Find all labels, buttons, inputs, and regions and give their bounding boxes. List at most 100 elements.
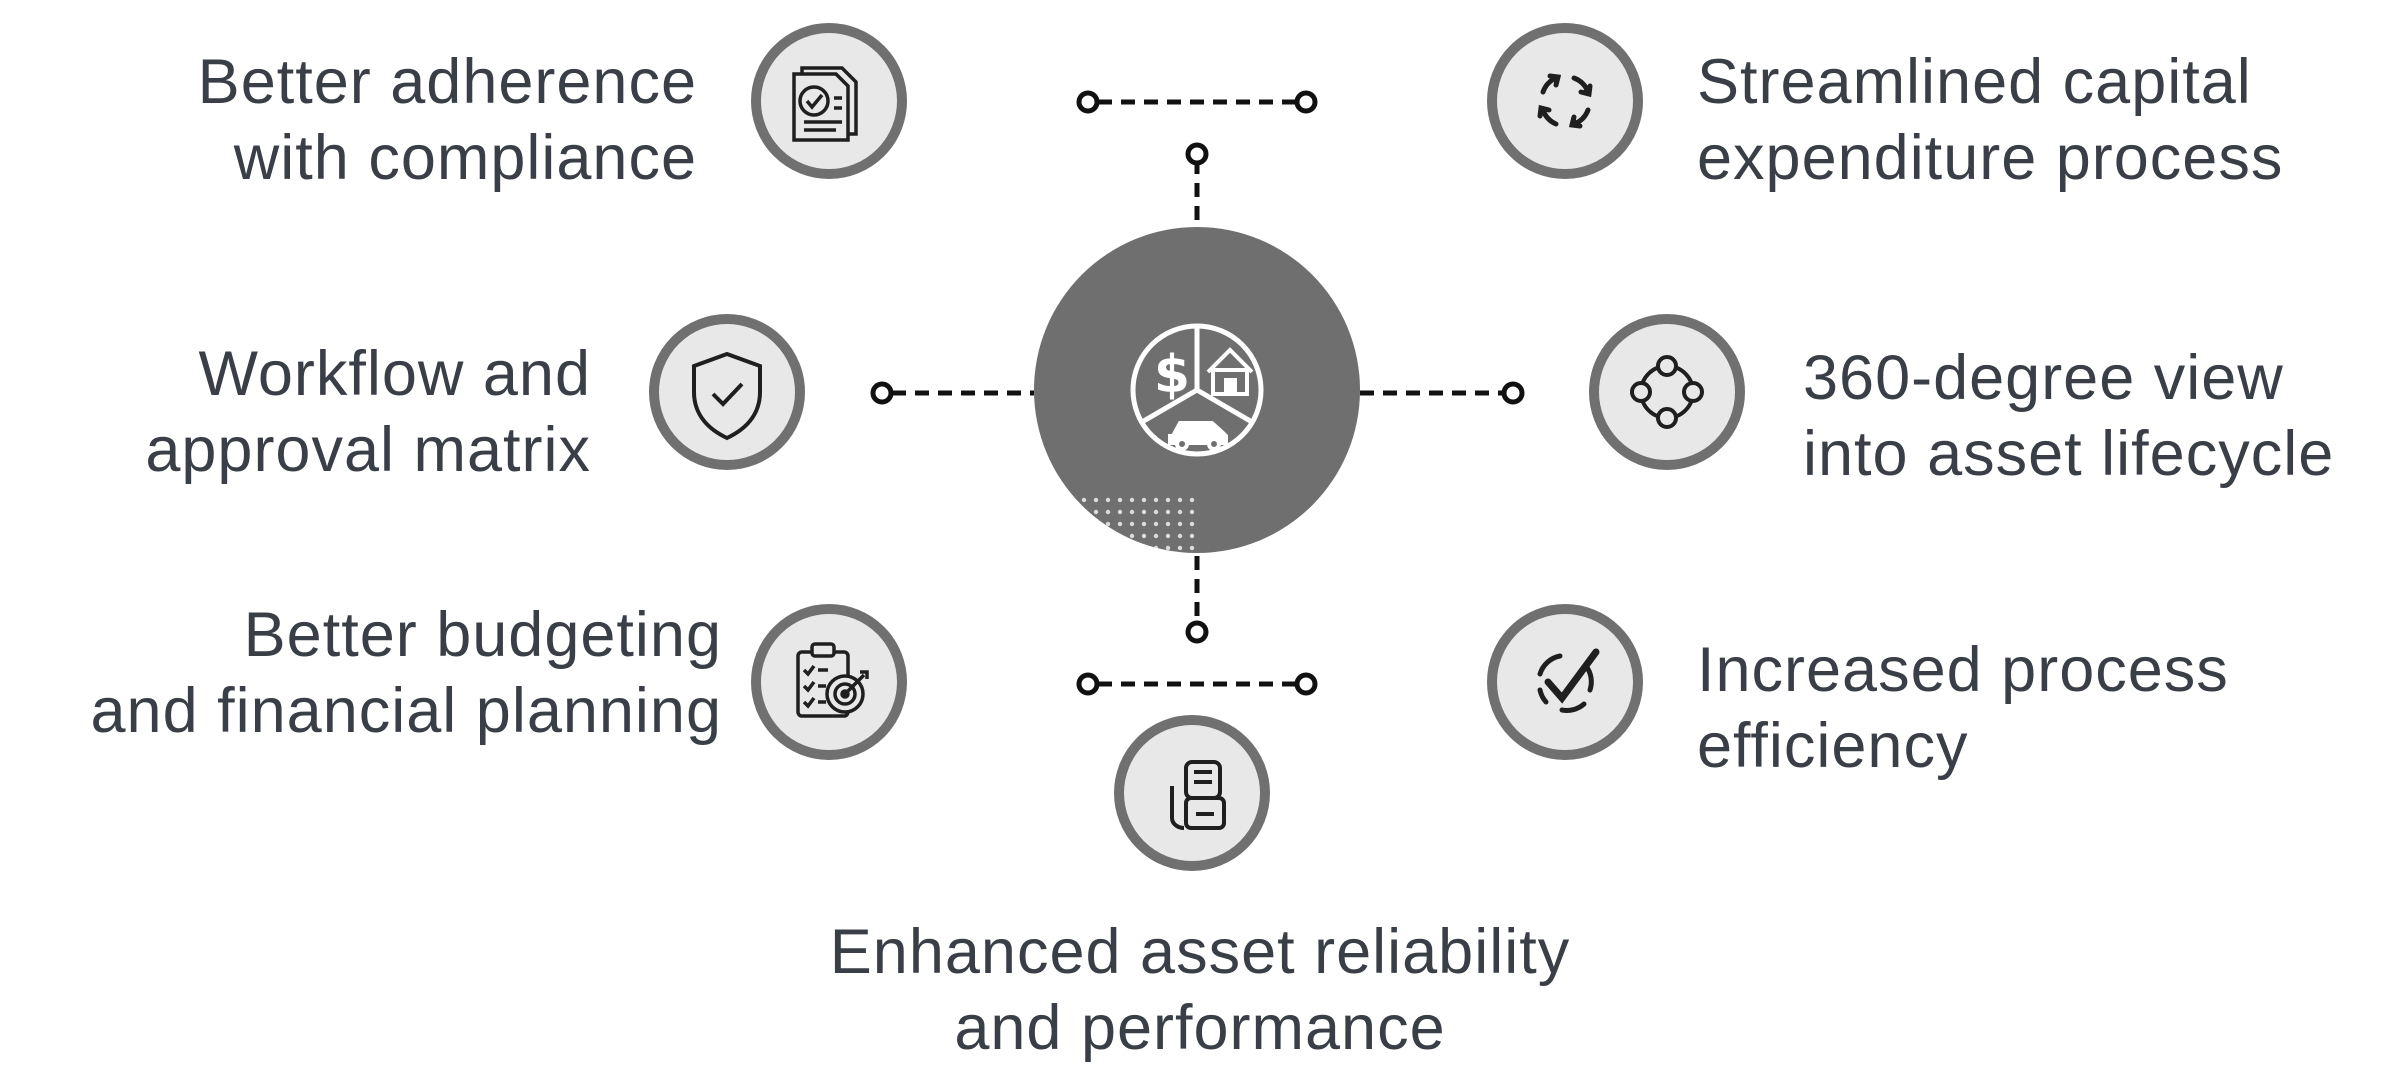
documents-card-icon	[1170, 760, 1226, 830]
icon-bubble-compliance	[751, 23, 907, 179]
icon-bubble-capex	[1487, 23, 1643, 179]
label-line: 360-degree view	[1803, 343, 2284, 413]
lifecycle-nodes-icon	[1630, 355, 1704, 429]
endpoint-dot	[870, 381, 894, 405]
pattern-dot	[1081, 521, 1087, 527]
check-cycle-icon	[1537, 648, 1600, 713]
icon-bubble-budgeting	[751, 604, 907, 760]
pattern-dot	[1141, 533, 1147, 539]
pattern-dot	[1105, 497, 1111, 503]
label-line: Better adherence	[197, 47, 697, 117]
pattern-dot	[1081, 509, 1087, 515]
pattern-dot	[1117, 497, 1123, 503]
icon-bubble-efficiency	[1487, 604, 1643, 760]
label-line: approval matrix	[145, 415, 591, 485]
pattern-dot	[1117, 545, 1123, 551]
shield-check-icon	[692, 351, 762, 441]
icon-bubble-reliability	[1114, 715, 1270, 871]
pattern-dot	[1189, 509, 1195, 515]
dollar-icon: $	[1154, 345, 1190, 405]
label-line: with compliance	[233, 123, 697, 193]
pattern-dot	[1129, 521, 1135, 527]
pattern-dot	[1093, 509, 1099, 515]
pattern-dot	[1094, 558, 1098, 562]
pattern-dot	[1177, 533, 1183, 539]
label-line: efficiency	[1697, 711, 1969, 781]
label-line: Workflow and	[198, 339, 591, 409]
pattern-dot	[1141, 497, 1147, 503]
pattern-dot	[1105, 521, 1111, 527]
pattern-dot	[1105, 545, 1111, 551]
pattern-dot	[1165, 545, 1171, 551]
label-lifecycle: 360-degree view into asset lifecycle	[1803, 340, 2334, 492]
pattern-dot	[1153, 545, 1159, 551]
pattern-dot	[1118, 558, 1122, 562]
pattern-dot	[1189, 533, 1195, 539]
label-capex: Streamlined capital expenditure process	[1697, 44, 2283, 196]
pattern-dot	[1189, 545, 1195, 551]
pattern-dot	[1105, 533, 1111, 539]
pattern-dot	[1178, 558, 1182, 562]
connector-endpoints	[870, 90, 1525, 696]
label-line: into asset lifecycle	[1803, 419, 2335, 489]
clipboard-target-icon	[796, 642, 869, 718]
icon-bubble-workflow	[649, 314, 805, 470]
pattern-dot	[1117, 509, 1123, 515]
connectors	[892, 99, 1504, 687]
pattern-dot	[1177, 497, 1183, 503]
pattern-dot	[1165, 521, 1171, 527]
cycle-arrows-icon	[1537, 73, 1593, 129]
label-line: Enhanced asset reliability	[829, 917, 1571, 987]
pattern-dot	[1165, 497, 1171, 503]
endpoint-dot	[1185, 620, 1209, 644]
pattern-dot	[1093, 521, 1099, 527]
pattern-dot	[1141, 521, 1147, 527]
document-check-icon	[792, 66, 858, 142]
icon-bubble-lifecycle	[1589, 314, 1745, 470]
car-icon	[1168, 421, 1228, 451]
endpoint-dot	[1076, 90, 1100, 114]
pattern-dot	[1177, 545, 1183, 551]
pattern-dot	[1165, 509, 1171, 515]
label-efficiency: Increased process efficiency	[1697, 632, 2229, 784]
pattern-dot	[1142, 558, 1146, 562]
pattern-dot	[1177, 521, 1183, 527]
endpoint-dot	[1294, 90, 1318, 114]
label-reliability: Enhanced asset reliability and performan…	[760, 914, 1640, 1066]
pattern-dot	[1141, 545, 1147, 551]
pattern-dot	[1166, 558, 1170, 562]
pattern-dot	[1153, 533, 1159, 539]
pattern-dot	[1153, 509, 1159, 515]
endpoint-dot	[1294, 672, 1318, 696]
pattern-dot	[1106, 558, 1110, 562]
pattern-dot	[1129, 545, 1135, 551]
label-compliance: Better adherence with compliance	[198, 44, 697, 196]
label-line: Streamlined capital	[1697, 47, 2252, 117]
pattern-dot	[1081, 533, 1087, 539]
endpoint-dot	[1501, 381, 1525, 405]
pattern-dot	[1117, 521, 1123, 527]
pattern-dot	[1129, 533, 1135, 539]
label-line: expenditure process	[1697, 123, 2284, 193]
pattern-dot	[1117, 533, 1123, 539]
label-budgeting: Better budgeting and financial planning	[91, 597, 722, 749]
pattern-dot	[1165, 533, 1171, 539]
label-line: Increased process	[1697, 635, 2229, 705]
pattern-dot	[1189, 497, 1195, 503]
pattern-dot	[1105, 509, 1111, 515]
pattern-dot	[1153, 521, 1159, 527]
pattern-dot	[1129, 509, 1135, 515]
pattern-dot	[1093, 497, 1099, 503]
label-workflow: Workflow and approval matrix	[145, 336, 591, 488]
endpoint-dot	[1185, 142, 1209, 166]
pattern-dot	[1093, 545, 1099, 551]
pattern-dot	[1130, 558, 1134, 562]
label-line: Better budgeting	[243, 600, 722, 670]
pattern-dot	[1189, 521, 1195, 527]
pattern-dot	[1177, 509, 1183, 515]
pattern-dot	[1081, 497, 1087, 503]
house-icon	[1206, 347, 1254, 396]
pattern-dot	[1093, 533, 1099, 539]
label-line: and financial planning	[90, 676, 722, 746]
